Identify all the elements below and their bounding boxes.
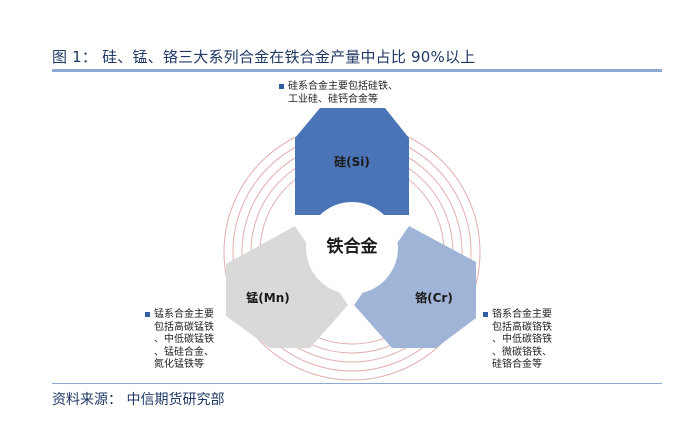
note-mn-line: 氮化锰铁等 <box>154 359 204 370</box>
note-si: 硅系合金主要包括硅铁、 工业硅、硅钙合金等 <box>279 81 398 106</box>
note-cr: 铬系合金主要 包括高碳铬铁 、中低碳铬铁 、微碳铬铁、 硅铬合金等 <box>483 309 552 372</box>
node-mn-shape <box>226 226 348 348</box>
node-cr-shape <box>354 226 476 348</box>
note-mn-line: 锰系合金主要 <box>154 309 214 320</box>
note-cr-line: 、微碳铬铁、 <box>492 346 552 358</box>
node-si-shape <box>295 108 409 215</box>
figure-source: 资料来源： 中信期货研究部 <box>52 392 225 408</box>
note-mn-line: 、中低碳锰铁 <box>154 334 214 345</box>
node-cr-label: 铬(Cr) <box>415 290 453 305</box>
source-divider <box>52 383 662 384</box>
node-si-label: 硅(Si) <box>334 154 370 169</box>
note-si-line: 硅系合金主要包括硅铁、 <box>288 81 398 92</box>
note-cr-line: 包括高碳铬铁 <box>492 321 552 333</box>
center-disc <box>306 202 398 294</box>
note-mn-line: 、锰硅合金、 <box>154 346 214 358</box>
bullet-icon <box>279 84 284 89</box>
node-mn-label: 锰(Mn) <box>246 290 289 305</box>
note-si-line: 工业硅、硅钙合金等 <box>288 93 378 105</box>
title-divider <box>52 69 662 72</box>
note-cr-line: 硅铬合金等 <box>492 359 542 370</box>
figure-title: 图 1： 硅、锰、铬三大系列合金在铁合金产量中占比 90%以上 <box>52 48 476 66</box>
note-mn: 锰系合金主要 包括高碳锰铁 、中低碳锰铁 、锰硅合金、 氮化锰铁等 <box>145 309 214 372</box>
bullet-icon <box>145 312 150 317</box>
note-mn-line: 包括高碳锰铁 <box>154 321 214 333</box>
bullet-icon <box>483 312 488 317</box>
center-label: 铁合金 <box>327 236 379 257</box>
note-cr-line: 铬系合金主要 <box>492 309 552 320</box>
note-cr-line: 、中低碳铬铁 <box>492 334 552 345</box>
